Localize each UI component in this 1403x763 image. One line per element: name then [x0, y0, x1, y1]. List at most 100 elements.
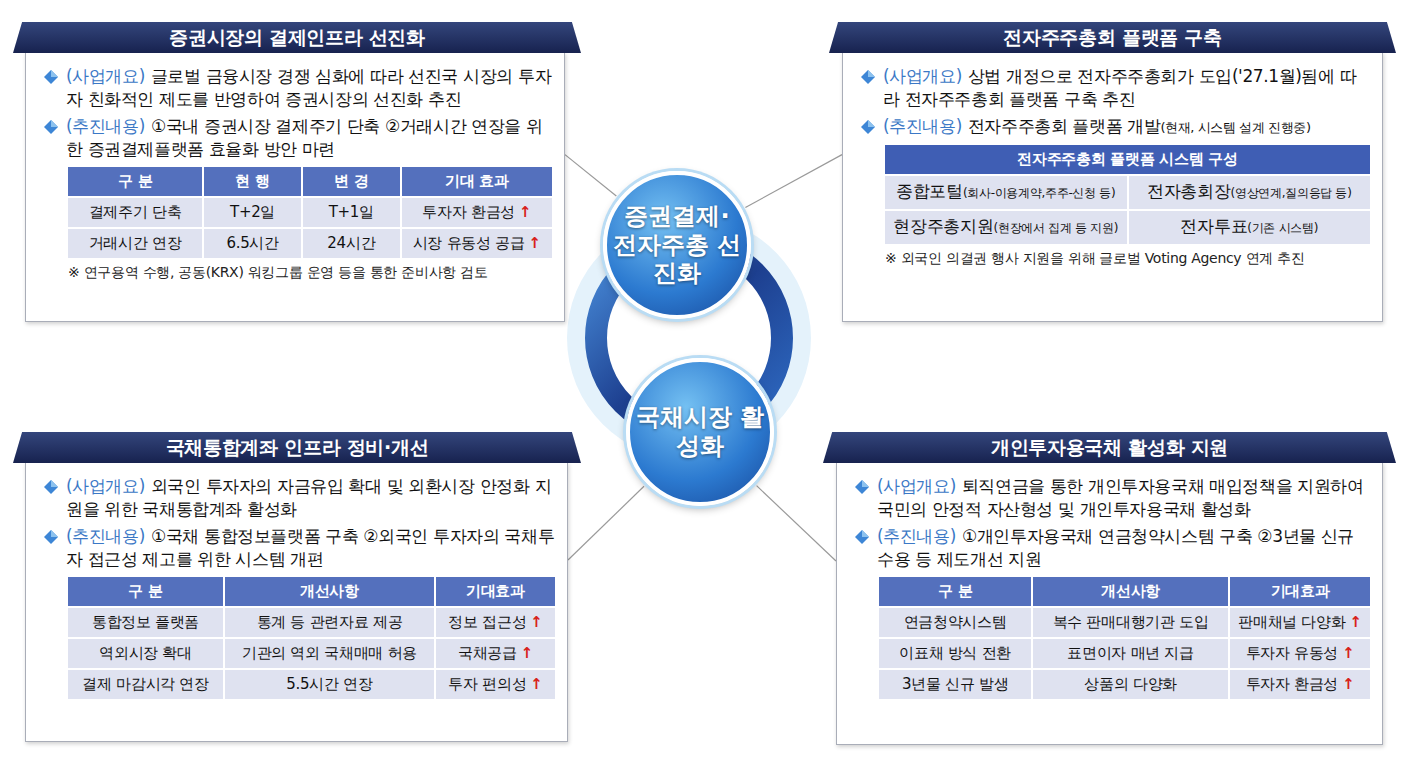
increase-arrow: ↑ — [1350, 613, 1362, 631]
hub-title: 증권결제· 전자주총 선진화 — [612, 202, 742, 288]
table-cell-text: 복수 판매대행기관 도입 — [1053, 613, 1209, 631]
table-cell: 투자자 환금성↑ — [1230, 670, 1370, 699]
table: 구 분개선사항기대효과연금청약시스템복수 판매대행기관 도입판매채널 다양화↑이… — [879, 577, 1370, 699]
table-cell: 통계 등 관련자료 제공 — [225, 608, 434, 637]
table-cell-text: 24시간 — [327, 234, 375, 252]
hub-circle: 국채시장 활성화 — [626, 358, 774, 506]
table-cell: 투자자 환금성↑ — [402, 198, 552, 227]
table-cell-text: 구 분 — [118, 172, 152, 190]
table-cell-text: 기대효과 — [1271, 582, 1330, 600]
table-cell: 거래시간 연장 — [68, 229, 202, 258]
connector-line — [568, 486, 644, 560]
grid-cell-note: (기존 시스템) — [1247, 221, 1318, 235]
table-header-cell: 구 분 — [68, 577, 223, 606]
table-cell-text: 표면이자 매년 지급 — [1067, 644, 1194, 662]
table-cell-text: 정보 접근성 — [448, 613, 526, 631]
increase-arrow: ↑ — [1342, 644, 1354, 662]
table-cell: 6.5시간 — [204, 229, 301, 258]
bullet-diamond — [861, 70, 875, 84]
table-cell-text: 기대효과 — [466, 582, 525, 600]
grid-cell: 전자투표(기존 시스템) — [1129, 211, 1371, 244]
table-header-cell: 개선사항 — [225, 577, 434, 606]
panel-heading-bar: 국채통합계좌 인프라 정비·개선 — [13, 432, 581, 463]
table-cell-text: 구 분 — [938, 582, 972, 600]
bullet-item: (추진내용)①국채 통합정보플랫폼 구축 ②외국인 투자자의 국채투자 접근성 … — [40, 525, 555, 571]
bullet-diamond — [855, 480, 869, 494]
increase-arrow: ↑ — [1342, 675, 1354, 693]
table-cell: T+1일 — [303, 198, 400, 227]
table-cell: 3년물 신규 발생 — [879, 670, 1031, 699]
table-header-cell: 구 분 — [68, 167, 202, 196]
table: 구 분 현 행 변 경 기대 효과결제주기 단축 T+2일 T+1일투자자 환금성↑ 거래시… — [68, 167, 552, 258]
grid-cell: 현장주총지원(현장에서 집계 등 지원) — [885, 211, 1127, 244]
increase-arrow: ↑ — [519, 203, 531, 221]
bullet-item: (추진내용)①국내 증권시장 결제주기 단축 ②거래시간 연장을 위한 증권결제… — [40, 115, 552, 161]
bullet-label: (추진내용) — [66, 116, 145, 136]
bullet-diamond — [44, 120, 58, 134]
bullet-item: (사업개요)외국인 투자자의 자금유입 확대 및 외환시장 안정화 지원을 위한… — [40, 475, 555, 521]
bullet-diamond — [44, 70, 58, 84]
table-cell: T+2일 — [204, 198, 301, 227]
table-cell-text: 기관의 역외 국채매매 허용 — [242, 644, 417, 662]
connector-line — [745, 155, 842, 208]
table-cell-text: 3년물 신규 발생 — [902, 675, 1008, 693]
table-cell-text: 현 행 — [235, 172, 269, 190]
table-cell-text: 투자자 환금성 — [1246, 675, 1339, 693]
bullet-text: (현재, 시스템 설계 진행중) — [1160, 120, 1310, 135]
table-cell: 기관의 역외 국채매매 허용 — [225, 639, 434, 668]
table-cell-text: 국채공급 — [458, 644, 517, 662]
table-cell-text: 이표채 방식 전환 — [899, 644, 1011, 662]
bullet-label: (사업개요) — [883, 66, 962, 86]
table-cell-text: 역외시장 확대 — [99, 644, 192, 662]
table-cell-text: 기대 효과 — [445, 172, 509, 190]
table-cell-text: 상품의 다양화 — [1084, 675, 1177, 693]
bullet-item: (사업개요)상법 개정으로 전자주주총회가 도입('27.1월)됨에 따라 전자… — [857, 65, 1370, 111]
table-header-cell: 현 행 — [204, 167, 301, 196]
table-cell: 국채공급↑ — [436, 639, 555, 668]
table-cell: 24시간 — [303, 229, 400, 258]
bullet-label: (사업개요) — [877, 476, 956, 496]
bullet-text: 전자주주총회 플랫폼 개발 — [968, 116, 1161, 136]
panel-heading-bar: 전자주주총회 플랫폼 구축 — [829, 22, 1396, 53]
grid-cell: 전자총회장(영상연계,질의응답 등) — [1129, 176, 1371, 209]
bullet-label: (추진내용) — [883, 116, 962, 136]
table-cell-text: 통합정보 플랫폼 — [92, 613, 199, 631]
bullet-item: (사업개요)퇴직연금을 통한 개인투자용국채 매입정책을 지원하여 국민의 안정… — [851, 475, 1370, 521]
table-cell-text: 통계 등 관련자료 제공 — [257, 613, 403, 631]
panel-heading: 개인투자용국채 활성화 지원 — [991, 435, 1228, 461]
panel-heading-bar: 개인투자용국채 활성화 지원 — [823, 432, 1396, 463]
grid-cell-note: (영상연계,질의응답 등) — [1230, 186, 1351, 200]
table-cell: 상품의 다양화 — [1033, 670, 1228, 699]
table-cell-text: 투자 편의성 — [448, 675, 526, 693]
table-cell-text: 판매채널 다양화 — [1238, 613, 1345, 631]
table-cell: 역외시장 확대 — [68, 639, 223, 668]
connector-line — [757, 486, 836, 561]
hub-circle: 증권결제· 전자주총 선진화 — [603, 171, 751, 319]
bullet-label: (사업개요) — [66, 476, 145, 496]
table-cell: 이표채 방식 전환 — [879, 639, 1031, 668]
project-panel: 국채통합계좌 인프라 정비·개선(사업개요)외국인 투자자의 자금유입 확대 및… — [25, 462, 568, 742]
table-cell-text: 결제주기 단축 — [89, 203, 182, 221]
bullet-label: (추진내용) — [877, 526, 956, 546]
table-cell-text: 거래시간 연장 — [89, 234, 182, 252]
table-cell: 통합정보 플랫폼 — [68, 608, 223, 637]
table-cell: 투자 편의성↑ — [436, 670, 555, 699]
table-cell: 5.5시간 연장 — [225, 670, 434, 699]
table-cell-text: 투자자 유동성 — [1246, 644, 1339, 662]
connector-line — [565, 155, 616, 196]
bullet-diamond — [861, 120, 875, 134]
grid-header-text: 전자주주총회 플랫폼 시스템 구성 — [1017, 150, 1238, 168]
grid-cell-note: (현장에서 집계 등 지원) — [994, 221, 1119, 235]
table-cell: 결제 마감시각 연장 — [68, 670, 223, 699]
table-cell-text: 개선사항 — [1101, 582, 1160, 600]
table: 구 분개선사항 기대효과통합정보 플랫폼 통계 등 관련자료 제공 정보 접근성 ↑ 역외… — [68, 577, 555, 699]
table-cell-text: 변 경 — [334, 172, 368, 190]
increase-arrow: ↑ — [521, 644, 533, 662]
grid-cell-text: 현장주총지원 — [893, 216, 993, 236]
bullet-item: (추진내용)①개인투자용국채 연금청약시스템 구축 ②3년물 신규수용 등 제도… — [851, 525, 1370, 571]
table-cell-text: T+2일 — [230, 203, 275, 221]
table-header-cell: 변 경 — [303, 167, 400, 196]
increase-arrow: ↑ — [529, 234, 541, 252]
panel-heading-bar: 증권시장의 결제인프라 선진화 — [13, 22, 581, 53]
footnote: ※ 외국인 의결권 행사 지원을 위해 글로벌 Voting Agency 연계… — [885, 250, 1370, 268]
